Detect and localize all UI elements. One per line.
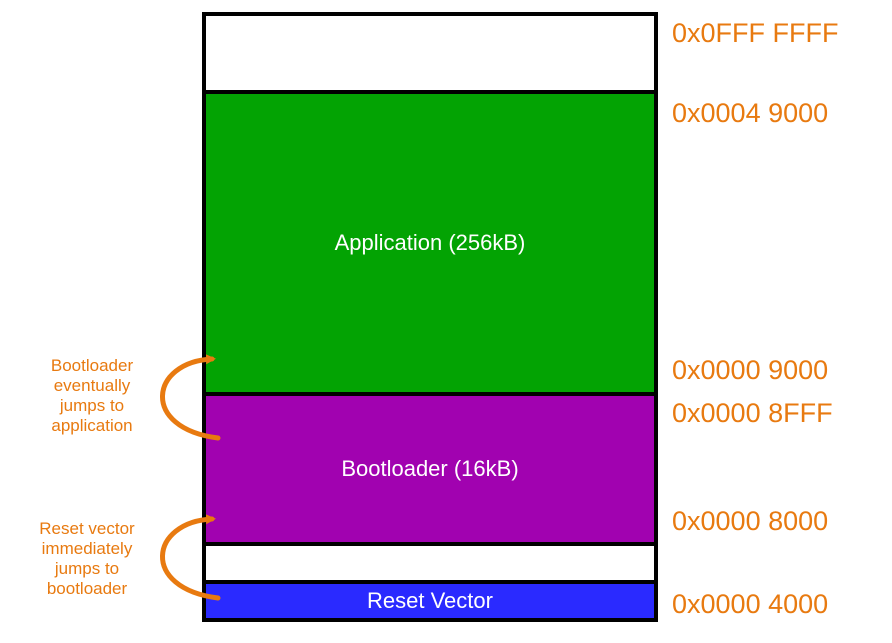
note-bootloader-jump: Bootloader eventually jumps to applicati… xyxy=(22,356,162,436)
address-bootloader-end: 0x0000 8FFF xyxy=(672,398,833,428)
bootloader-label: Bootloader (16kB) xyxy=(341,456,519,481)
note-reset-line2: immediately xyxy=(41,539,133,558)
note-reset-line1: Reset vector xyxy=(39,519,135,538)
note-reset-jump: Reset vector immediately jumps to bootlo… xyxy=(14,519,160,599)
address-application-start: 0x0000 9000 xyxy=(672,355,829,385)
note-bootloader-line1: Bootloader xyxy=(50,356,134,375)
application-region: Application (256kB) xyxy=(202,90,658,396)
address-application-end: 0x0004 9000 xyxy=(672,98,829,128)
note-reset-line3: jumps to xyxy=(54,559,120,578)
address-top: 0x0FFF FFFF xyxy=(672,18,839,48)
reset-vector-label: Reset Vector xyxy=(367,588,493,613)
note-bootloader-line4: application xyxy=(51,416,133,435)
reset-to-bootloader-arrow xyxy=(160,514,221,601)
note-reset-line4: bootloader xyxy=(46,579,128,598)
note-bootloader-line2: eventually xyxy=(53,376,131,395)
bootloader-region: Bootloader (16kB) xyxy=(202,392,658,546)
bootloader-to-application-arrow xyxy=(160,354,221,441)
address-reset-vector: 0x0000 4000 xyxy=(672,589,829,619)
application-label: Application (256kB) xyxy=(334,230,526,255)
address-bootloader-start: 0x0000 8000 xyxy=(672,506,829,536)
note-bootloader-line3: jumps to xyxy=(59,396,125,415)
reset-vector-region: Reset Vector xyxy=(202,580,658,622)
